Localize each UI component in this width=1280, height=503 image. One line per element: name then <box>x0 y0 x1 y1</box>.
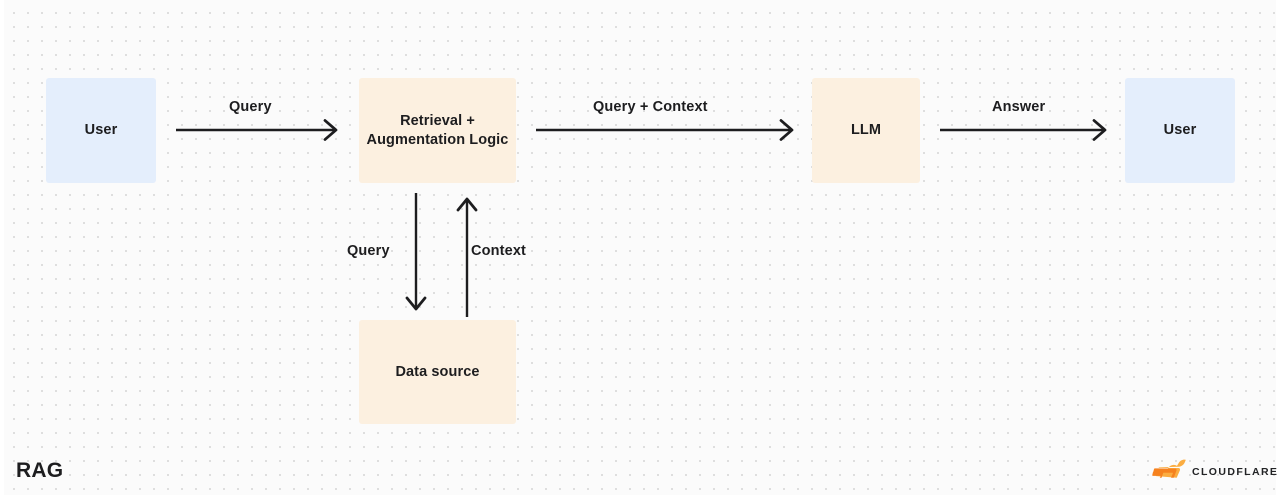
edge-context-up-arrow <box>455 193 479 318</box>
diagram-title: RAG <box>16 459 64 482</box>
edge-label-query: Query <box>229 99 272 115</box>
edge-query-arrow <box>176 118 346 142</box>
node-user-right-label: User <box>1163 122 1197 138</box>
node-retrieval-augmentation-logic[interactable]: Retrieval + Augmentation Logic <box>359 78 516 183</box>
edge-answer-arrow <box>940 118 1120 142</box>
edge-label-answer: Answer <box>992 99 1046 115</box>
node-user-left[interactable]: User <box>46 78 156 183</box>
node-user-right[interactable]: User <box>1125 78 1235 183</box>
node-llm[interactable]: LLM <box>812 78 920 183</box>
edge-label-query-context: Query + Context <box>593 99 708 115</box>
node-retrieval-label: Retrieval + Augmentation Logic <box>366 112 509 148</box>
cloudflare-logo: CLOUDFLARE <box>1152 459 1278 484</box>
edge-label-context-up: Context <box>471 243 527 259</box>
node-data-source-label: Data source <box>395 363 480 380</box>
node-data-source[interactable]: Data source <box>359 320 516 424</box>
cloudflare-wordmark: CLOUDFLARE <box>1192 465 1279 478</box>
node-user-left-label: User <box>84 122 118 138</box>
edge-label-query-down: Query <box>347 243 390 259</box>
cloudflare-cloud-icon <box>1152 459 1186 484</box>
edge-query-down-arrow <box>404 193 428 318</box>
edge-query-context-arrow <box>536 118 806 142</box>
node-llm-label: LLM <box>850 122 882 138</box>
diagram-canvas <box>4 0 1276 495</box>
